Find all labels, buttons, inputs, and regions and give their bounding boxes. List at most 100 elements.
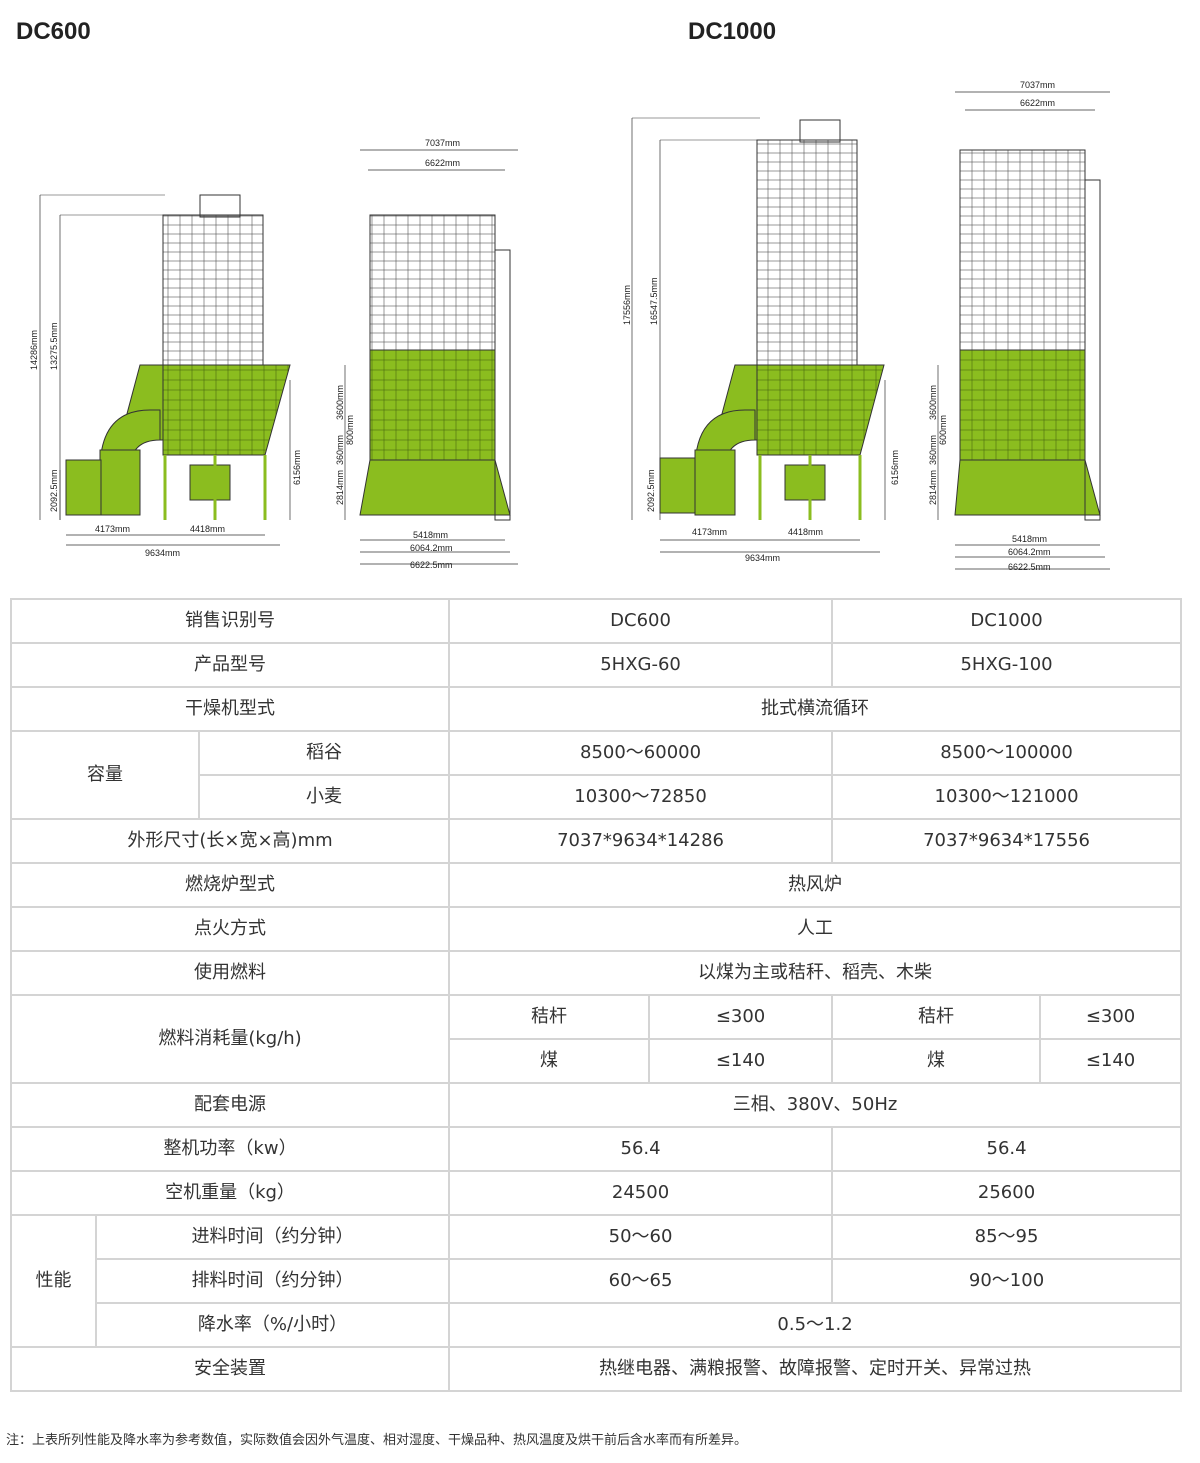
- row-label: 整机功率（kw）: [9, 1126, 451, 1172]
- table-row: 整机功率（kw） 56.4 56.4: [9, 1126, 1183, 1172]
- row-label: 燃烧炉型式: [9, 862, 451, 908]
- cell-dc600: 5HXG-60: [448, 642, 834, 688]
- dc1000-side-h-base: 6156mm: [890, 450, 900, 485]
- table-row: 排料时间（约分钟） 60～65 90～100: [11, 1258, 1183, 1304]
- cell-dc1000: 85～95: [831, 1214, 1183, 1260]
- row-label: 燃料消耗量(kg/h): [9, 994, 451, 1084]
- cell-dc1000: 90～100: [831, 1258, 1183, 1304]
- dc600-side-h-burner: 2092.5mm: [49, 469, 59, 512]
- table-row: 燃料消耗量(kg/h) 秸杆 ≤300 秸杆 ≤300: [9, 994, 1183, 1084]
- dc1000-front-h-base: 2814mm: [928, 470, 938, 505]
- table-row: 容量 稻谷 8500～60000 8500～100000: [10, 730, 1183, 820]
- cell-shared: 批式横流循环: [448, 686, 1183, 732]
- dc600-side-w-right: 4418mm: [190, 524, 225, 534]
- table-row: 小麦 10300～72850 10300～121000: [11, 774, 1183, 820]
- table-row: 煤 ≤140 煤 ≤140: [11, 1038, 1183, 1084]
- cell-dc600: 8500～60000: [448, 730, 834, 776]
- dc1000-side-w-right: 4418mm: [788, 527, 823, 537]
- cell-dc600: ≤300: [648, 994, 834, 1040]
- sub-label: 排料时间（约分钟）: [94, 1258, 451, 1304]
- sub-label: 小麦: [197, 774, 451, 820]
- cell-dc600: ≤140: [648, 1038, 834, 1084]
- row-label: 使用燃料: [9, 950, 451, 996]
- dc600-side-w-left: 4173mm: [95, 524, 130, 534]
- dc1000-front-w3: 6622.5mm: [1008, 562, 1051, 572]
- dc600-front-w3: 6622.5mm: [410, 560, 453, 570]
- row-label: 性能: [10, 1214, 97, 1348]
- table-row: 降水率（%/小时） 0.5～1.2: [11, 1302, 1183, 1348]
- cell-shared: 三相、380V、50Hz: [448, 1082, 1183, 1128]
- table-row: 点火方式 人工: [9, 906, 1183, 952]
- cell-dc1000: 5HXG-100: [831, 642, 1183, 688]
- cell-dc600: 56.4: [448, 1126, 834, 1172]
- spec-table: 销售识别号 DC600 DC1000 产品型号 5HXG-60 5HXG-100…: [9, 598, 1183, 1392]
- dc600-title: DC600: [16, 18, 91, 45]
- cell-dc1000: ≤140: [1039, 1038, 1183, 1084]
- row-label: 销售识别号: [9, 598, 451, 644]
- dc600-front-h-lower: 3600mm: [335, 385, 345, 420]
- dc1000-front-w2: 6064.2mm: [1008, 547, 1051, 557]
- cell-dc600: 7037*9634*14286: [448, 818, 834, 864]
- row-label: 空机重量（kg）: [9, 1170, 451, 1216]
- dc1000-side-h-burner: 2092.5mm: [646, 469, 656, 512]
- table-row: 燃烧炉型式 热风炉: [9, 862, 1183, 908]
- dc1000-title: DC1000: [688, 18, 777, 45]
- cell-dc1000: 25600: [831, 1170, 1183, 1216]
- row-label: 外形尺寸(长×宽×高)mm: [9, 818, 451, 864]
- technical-drawings: 14286mm 13275.5mm 6156mm 2092.5mm 4173mm…: [29, 80, 1110, 572]
- table-row: 安全装置 热继电器、满粮报警、故障报警、定时开关、异常过热: [9, 1346, 1183, 1392]
- dc600-front-h-a: 360mm: [335, 435, 345, 465]
- dc600-front-w1: 5418mm: [413, 530, 448, 540]
- dc600-front-w2: 6064.2mm: [410, 543, 453, 553]
- table-row: 空机重量（kg） 24500 25600: [9, 1170, 1183, 1216]
- cell-dc600: 24500: [448, 1170, 834, 1216]
- sub-label: 煤: [448, 1038, 651, 1084]
- sub-label: 进料时间（约分钟）: [94, 1214, 451, 1260]
- sub-label: 秸杆: [831, 994, 1042, 1040]
- dc600-side-h-base: 6156mm: [292, 450, 302, 485]
- row-label: 点火方式: [9, 906, 451, 952]
- cell-dc1000: DC1000: [831, 598, 1183, 644]
- dc1000-side-w-total: 9634mm: [745, 553, 780, 563]
- table-row: 性能 进料时间（约分钟） 50～60 85～95: [10, 1214, 1183, 1348]
- table-row: 干燥机型式 批式横流循环: [9, 686, 1183, 732]
- dc600-front-w-top: 7037mm: [425, 138, 460, 148]
- sub-label: 稻谷: [197, 730, 451, 776]
- cell-shared: 以煤为主或秸秆、稻壳、木柴: [448, 950, 1183, 996]
- cell-shared: 热继电器、满粮报警、故障报警、定时开关、异常过热: [448, 1346, 1183, 1392]
- cell-dc1000: 7037*9634*17556: [831, 818, 1183, 864]
- cell-dc600: 50～60: [448, 1214, 834, 1260]
- dc1000-side-h-body: 16547.5mm: [649, 277, 659, 325]
- dc600-front-h-mid: 800mm: [345, 415, 355, 445]
- cell-shared: 人工: [448, 906, 1183, 952]
- dc1000-front-h-lower: 3600mm: [928, 385, 938, 420]
- dc600-front-h-base: 2814mm: [335, 470, 345, 505]
- dc1000-front-w1: 5418mm: [1012, 534, 1047, 544]
- dc1000-front-h-a: 360mm: [928, 435, 938, 465]
- sub-label: 降水率（%/小时）: [94, 1302, 451, 1348]
- dc1000-side-view: 17556mm 16547.5mm 6156mm 2092.5mm 4173mm…: [622, 117, 900, 563]
- dc1000-front-w-inner: 6622mm: [1020, 98, 1055, 108]
- dc1000-front-w-top: 7037mm: [1020, 80, 1055, 90]
- cell-dc1000: 8500～100000: [831, 730, 1183, 776]
- dc600-front-w-inner: 6622mm: [425, 158, 460, 168]
- cell-dc1000: 56.4: [831, 1126, 1183, 1172]
- dc600-side-h-total: 14286mm: [29, 330, 39, 370]
- sub-label: 秸杆: [448, 994, 651, 1040]
- dc600-side-view: 14286mm 13275.5mm 6156mm 2092.5mm 4173mm…: [29, 194, 302, 558]
- dc600-side-h-body: 13275.5mm: [49, 322, 59, 370]
- table-row: 外形尺寸(长×宽×高)mm 7037*9634*14286 7037*9634*…: [9, 818, 1183, 864]
- row-label: 容量: [10, 730, 200, 820]
- dc1000-front-view: 7037mm 6622mm 3600mm 600mm 360mm 2814mm …: [928, 80, 1110, 572]
- row-label: 干燥机型式: [9, 686, 451, 732]
- row-label: 产品型号: [9, 642, 451, 688]
- footnote: 注：上表所列性能及降水率为参考数值，实际数值会因外气温度、相对湿度、干燥品种、热…: [6, 1433, 748, 1448]
- table-row: 使用燃料 以煤为主或秸秆、稻壳、木柴: [9, 950, 1183, 996]
- table-row: 配套电源 三相、380V、50Hz: [9, 1082, 1183, 1128]
- cell-shared: 热风炉: [448, 862, 1183, 908]
- cell-dc1000: 10300～121000: [831, 774, 1183, 820]
- dc600-front-view: 7037mm 6622mm 3600mm 800mm 360mm 2814mm …: [335, 138, 518, 570]
- cell-dc600: DC600: [448, 598, 834, 644]
- cell-dc600: 60～65: [448, 1258, 834, 1304]
- dc600-side-w-total: 9634mm: [145, 548, 180, 558]
